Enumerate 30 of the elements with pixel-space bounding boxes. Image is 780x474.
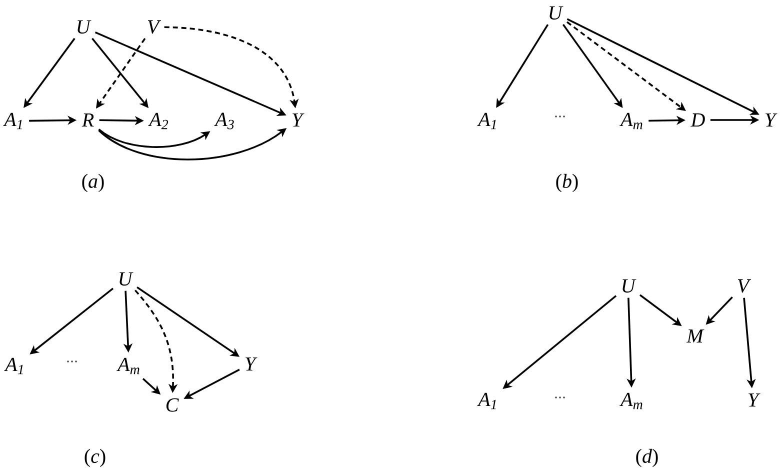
variable-label: A$_{2}$ [148,112,168,130]
variable-label: V [738,279,752,293]
variable-label: Y [292,113,304,127]
variable-label: A$_{m}$ [619,112,642,130]
panel-caption: (a) [82,174,104,192]
variable-label: A$_{m}$ [116,358,140,374]
variable-label: U [120,272,134,286]
variable-label: A$_{1}$ [477,112,496,130]
variable-label: A$_{1}$ [477,392,496,410]
variable-label: C [166,398,179,412]
variable-label: V [148,20,162,34]
variable-label: A$_{3}$ [214,112,234,130]
variable-label: U [78,20,92,34]
variable-label: U [622,279,636,293]
variable-label: Y [766,113,778,127]
ellipsis: ⋯ [555,396,565,398]
variable-label: D [690,113,705,127]
variable-label: A$_{m}$ [619,392,642,410]
variable-label: M [686,329,704,343]
ellipsis: ⋯ [555,116,565,118]
ellipsis: ⋯ [67,360,77,362]
variable-label: Y [246,357,258,371]
variable-label: U [550,6,564,20]
panel-caption: (c) [84,448,106,468]
variable-label: A$_{1}$ [3,112,22,130]
variable-label: Y [748,393,760,407]
variable-label: R [82,113,94,127]
panel-caption: (b) [556,174,578,192]
variable-label: A$_{1}$ [4,358,23,374]
panel-caption: (d) [636,448,658,468]
